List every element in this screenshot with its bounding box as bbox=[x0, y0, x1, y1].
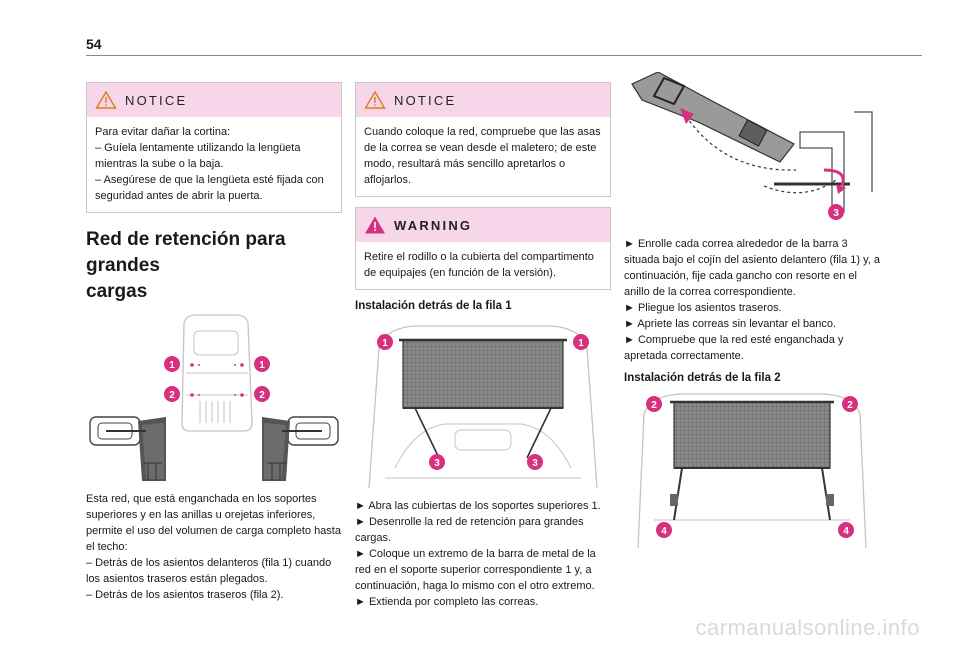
marker-1-left: 1 bbox=[377, 334, 393, 350]
warning-line: Retire el rodillo o la cubierta del comp… bbox=[364, 251, 594, 279]
notice-body: Para evitar dañar la cortina: – Guíela l… bbox=[87, 117, 341, 212]
column-right: 3 ► Enrolle cada correa alrededor de la … bbox=[624, 72, 880, 558]
svg-text:1: 1 bbox=[259, 360, 265, 371]
warning-triangle-icon bbox=[364, 90, 386, 109]
warning-body: Retire el rodillo o la cubierta del comp… bbox=[356, 242, 610, 289]
marker-4-right: 4 bbox=[838, 522, 854, 538]
marker-4-left: 4 bbox=[656, 522, 672, 538]
notice-box-straps: NOTICE Cuando coloque la red, compruebe … bbox=[355, 82, 611, 197]
marker-2-right: 2 bbox=[842, 396, 858, 412]
intro-line: – Detrás de los asientos delanteros (fil… bbox=[86, 557, 332, 585]
illustration-vehicle-anchor-points: 1 1 2 2 bbox=[89, 314, 339, 481]
illustration-net-row1: 1 1 3 3 bbox=[368, 325, 598, 489]
row1-steps: ► Abra las cubiertas de los soportes sup… bbox=[355, 498, 611, 610]
marker-1-right: 1 bbox=[573, 334, 589, 350]
page-number: 54 bbox=[86, 36, 102, 52]
svg-text:4: 4 bbox=[661, 526, 667, 537]
marker-3-left: 3 bbox=[429, 454, 445, 470]
notice-box-curtain: NOTICE Para evitar dañar la cortina: – G… bbox=[86, 82, 342, 213]
marker-1-right: 1 bbox=[254, 356, 270, 372]
column-left: NOTICE Para evitar dañar la cortina: – G… bbox=[86, 82, 342, 603]
strap-steps: ► Enrolle cada correa alrededor de la ba… bbox=[624, 236, 880, 364]
step-line: ► Abra las cubiertas de los soportes sup… bbox=[355, 500, 601, 512]
step-line: ► Desenrolle la red de retención para gr… bbox=[355, 516, 584, 544]
svg-text:2: 2 bbox=[651, 400, 657, 411]
svg-text:3: 3 bbox=[434, 458, 440, 469]
notice-line: Para evitar dañar la cortina: bbox=[95, 126, 231, 138]
warning-triangle-icon bbox=[95, 90, 117, 109]
marker-3-right: 3 bbox=[527, 454, 543, 470]
marker-2-right: 2 bbox=[254, 386, 270, 402]
warning-header: WARNING bbox=[356, 208, 610, 242]
marker-1-left: 1 bbox=[164, 356, 180, 372]
warning-title: WARNING bbox=[394, 218, 473, 233]
svg-text:2: 2 bbox=[259, 390, 265, 401]
svg-text:1: 1 bbox=[578, 338, 584, 349]
step-line: ► Apriete las correas sin levantar el ba… bbox=[624, 318, 837, 330]
marker-3: 3 bbox=[828, 204, 844, 220]
section-title-line: Red de retención para grandes bbox=[86, 229, 286, 276]
illustration-net-row2: 2 2 4 4 bbox=[637, 393, 867, 549]
step-line: ► Coloque un extremo de la barra de meta… bbox=[355, 548, 596, 592]
row1-heading: Instalación detrás de la fila 1 bbox=[355, 300, 512, 312]
svg-text:2: 2 bbox=[847, 400, 853, 411]
notice-line: Cuando coloque la red, compruebe que las… bbox=[364, 126, 601, 186]
svg-text:3: 3 bbox=[833, 208, 839, 219]
step-line: ► Enrolle cada correa alrededor de la ba… bbox=[624, 238, 881, 298]
marker-2-left: 2 bbox=[164, 386, 180, 402]
intro-line: – Detrás de los asientos traseros (fila … bbox=[86, 589, 284, 601]
intro-line: Esta red, que está enganchada en los sop… bbox=[86, 493, 341, 553]
illustration-strap-hook: 3 bbox=[631, 72, 873, 220]
notice-line: – Guíela lentamente utilizando la lengüe… bbox=[95, 142, 301, 170]
header-divider bbox=[86, 55, 922, 56]
section-title: Red de retención para grandes cargas bbox=[86, 227, 342, 305]
warning-box-cover: WARNING Retire el rodillo o la cubierta … bbox=[355, 207, 611, 290]
section-title-line: cargas bbox=[86, 281, 148, 302]
notice-line: – Asegúrese de que la lengüeta esté fija… bbox=[95, 174, 324, 202]
footer-watermark: carmanualsonline.info bbox=[695, 615, 920, 640]
notice-body: Cuando coloque la red, compruebe que las… bbox=[356, 117, 610, 196]
column-middle: NOTICE Cuando coloque la red, compruebe … bbox=[355, 82, 611, 610]
step-line: ► Extienda por completo las correas. bbox=[355, 596, 539, 608]
warning-filled-triangle-icon bbox=[365, 216, 385, 234]
svg-text:1: 1 bbox=[382, 338, 388, 349]
svg-text:4: 4 bbox=[843, 526, 849, 537]
notice-header: NOTICE bbox=[356, 83, 610, 117]
notice-title: NOTICE bbox=[125, 93, 188, 108]
notice-title: NOTICE bbox=[394, 93, 457, 108]
marker-2-left: 2 bbox=[646, 396, 662, 412]
intro-text: Esta red, que está enganchada en los sop… bbox=[86, 491, 342, 603]
step-line: ► Compruebe que la red esté enganchada y… bbox=[624, 334, 844, 362]
notice-header: NOTICE bbox=[87, 83, 341, 117]
svg-text:2: 2 bbox=[169, 390, 175, 401]
svg-text:1: 1 bbox=[169, 360, 175, 371]
row2-heading: Instalación detrás de la fila 2 bbox=[624, 372, 781, 384]
svg-text:3: 3 bbox=[532, 458, 538, 469]
step-line: ► Pliegue los asientos traseros. bbox=[624, 302, 782, 314]
